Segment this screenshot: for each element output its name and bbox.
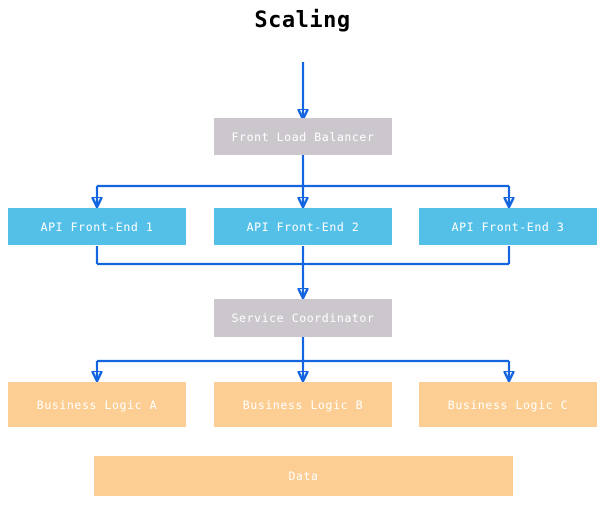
node-data[interactable]: Data	[94, 456, 513, 496]
node-api-front-end-3[interactable]: API Front-End 3	[419, 208, 597, 245]
node-business-logic-a[interactable]: Business Logic A	[8, 382, 186, 427]
node-label-data: Data	[288, 469, 319, 483]
node-label-api-front-end-2: API Front-End 2	[246, 219, 360, 234]
node-label-front-load-balancer: Front Load Balancer	[231, 129, 375, 144]
node-label-api-front-end-1: API Front-End 1	[40, 219, 154, 234]
node-front-load-balancer[interactable]: Front Load Balancer	[214, 118, 392, 155]
node-label-business-logic-c: Business Logic C	[447, 397, 569, 412]
node-business-logic-c[interactable]: Business Logic C	[419, 382, 597, 427]
node-label-business-logic-a: Business Logic A	[36, 397, 158, 412]
node-label-service-coordinator: Service Coordinator	[231, 311, 375, 325]
node-label-business-logic-b: Business Logic B	[242, 397, 364, 412]
node-service-coordinator[interactable]: Service Coordinator	[214, 299, 392, 337]
node-business-logic-b[interactable]: Business Logic B	[214, 382, 392, 427]
node-api-front-end-2[interactable]: API Front-End 2	[214, 208, 392, 245]
node-api-front-end-1[interactable]: API Front-End 1	[8, 208, 186, 245]
node-label-api-front-end-3: API Front-End 3	[451, 219, 565, 234]
diagram-title: Scaling	[254, 8, 351, 33]
